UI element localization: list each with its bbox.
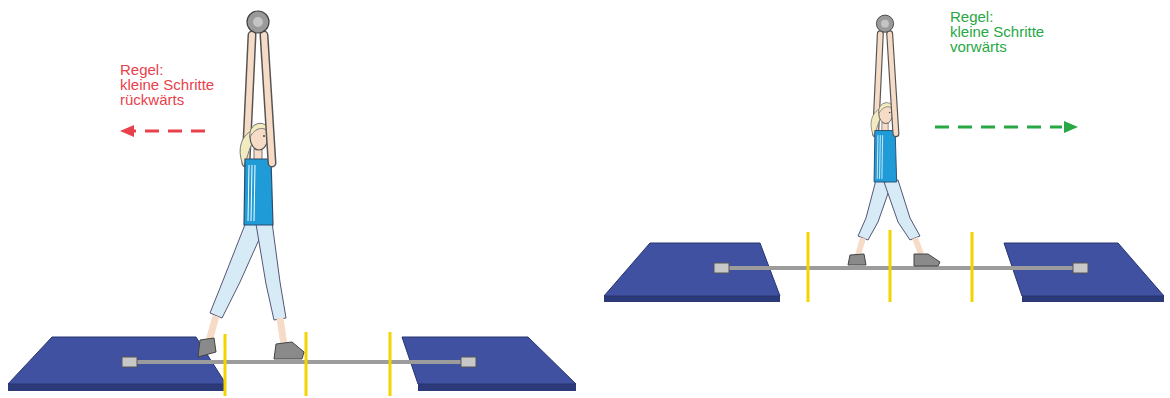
- yellow-pole: [807, 232, 810, 302]
- bar-bracket: [122, 357, 137, 367]
- rule-text: kleine Schritte vorwärts: [950, 24, 1062, 54]
- yellow-pole: [389, 332, 392, 396]
- girl-legs: [198, 222, 304, 359]
- girl-legs-part: [209, 316, 216, 341]
- girl-upper-body: [871, 15, 897, 182]
- arrow-head: [1064, 121, 1078, 133]
- dashed-arrow: [935, 126, 1062, 129]
- girl-legs: [848, 180, 940, 266]
- yellow-pole: [971, 232, 974, 302]
- mat-side: [604, 296, 780, 302]
- yellow-pole: [305, 332, 308, 396]
- girl-legs-part: [280, 318, 284, 345]
- mat-side: [1022, 296, 1164, 302]
- balance-bar: [130, 360, 468, 364]
- girl-legs-part: [848, 254, 866, 265]
- girl-legs-part: [884, 180, 920, 240]
- mat-side: [8, 384, 226, 391]
- balance-bar: [722, 266, 1080, 270]
- right-scene: [604, 15, 1164, 302]
- yellow-pole: [224, 334, 227, 396]
- rule-text: kleine Schritte rückwärts: [120, 77, 232, 107]
- girl-legs-part: [274, 342, 304, 359]
- rule-heading: Regel:: [120, 62, 232, 77]
- mat-side: [418, 384, 576, 391]
- rule-heading: Regel:: [950, 9, 1062, 24]
- arrow-head: [120, 125, 134, 137]
- girl-upper-body: [240, 11, 273, 225]
- bar-bracket: [1073, 263, 1088, 273]
- bar-bracket: [714, 263, 729, 273]
- girl-legs-part: [915, 238, 921, 254]
- bar-bracket: [461, 357, 476, 367]
- girl-legs-part: [858, 238, 863, 255]
- yellow-pole: [889, 230, 892, 302]
- dashed-arrow: [134, 130, 205, 133]
- girl-legs-part: [198, 338, 216, 357]
- girl-legs-part: [914, 254, 940, 266]
- girl-legs-part: [256, 222, 286, 320]
- left-scene: [8, 11, 576, 396]
